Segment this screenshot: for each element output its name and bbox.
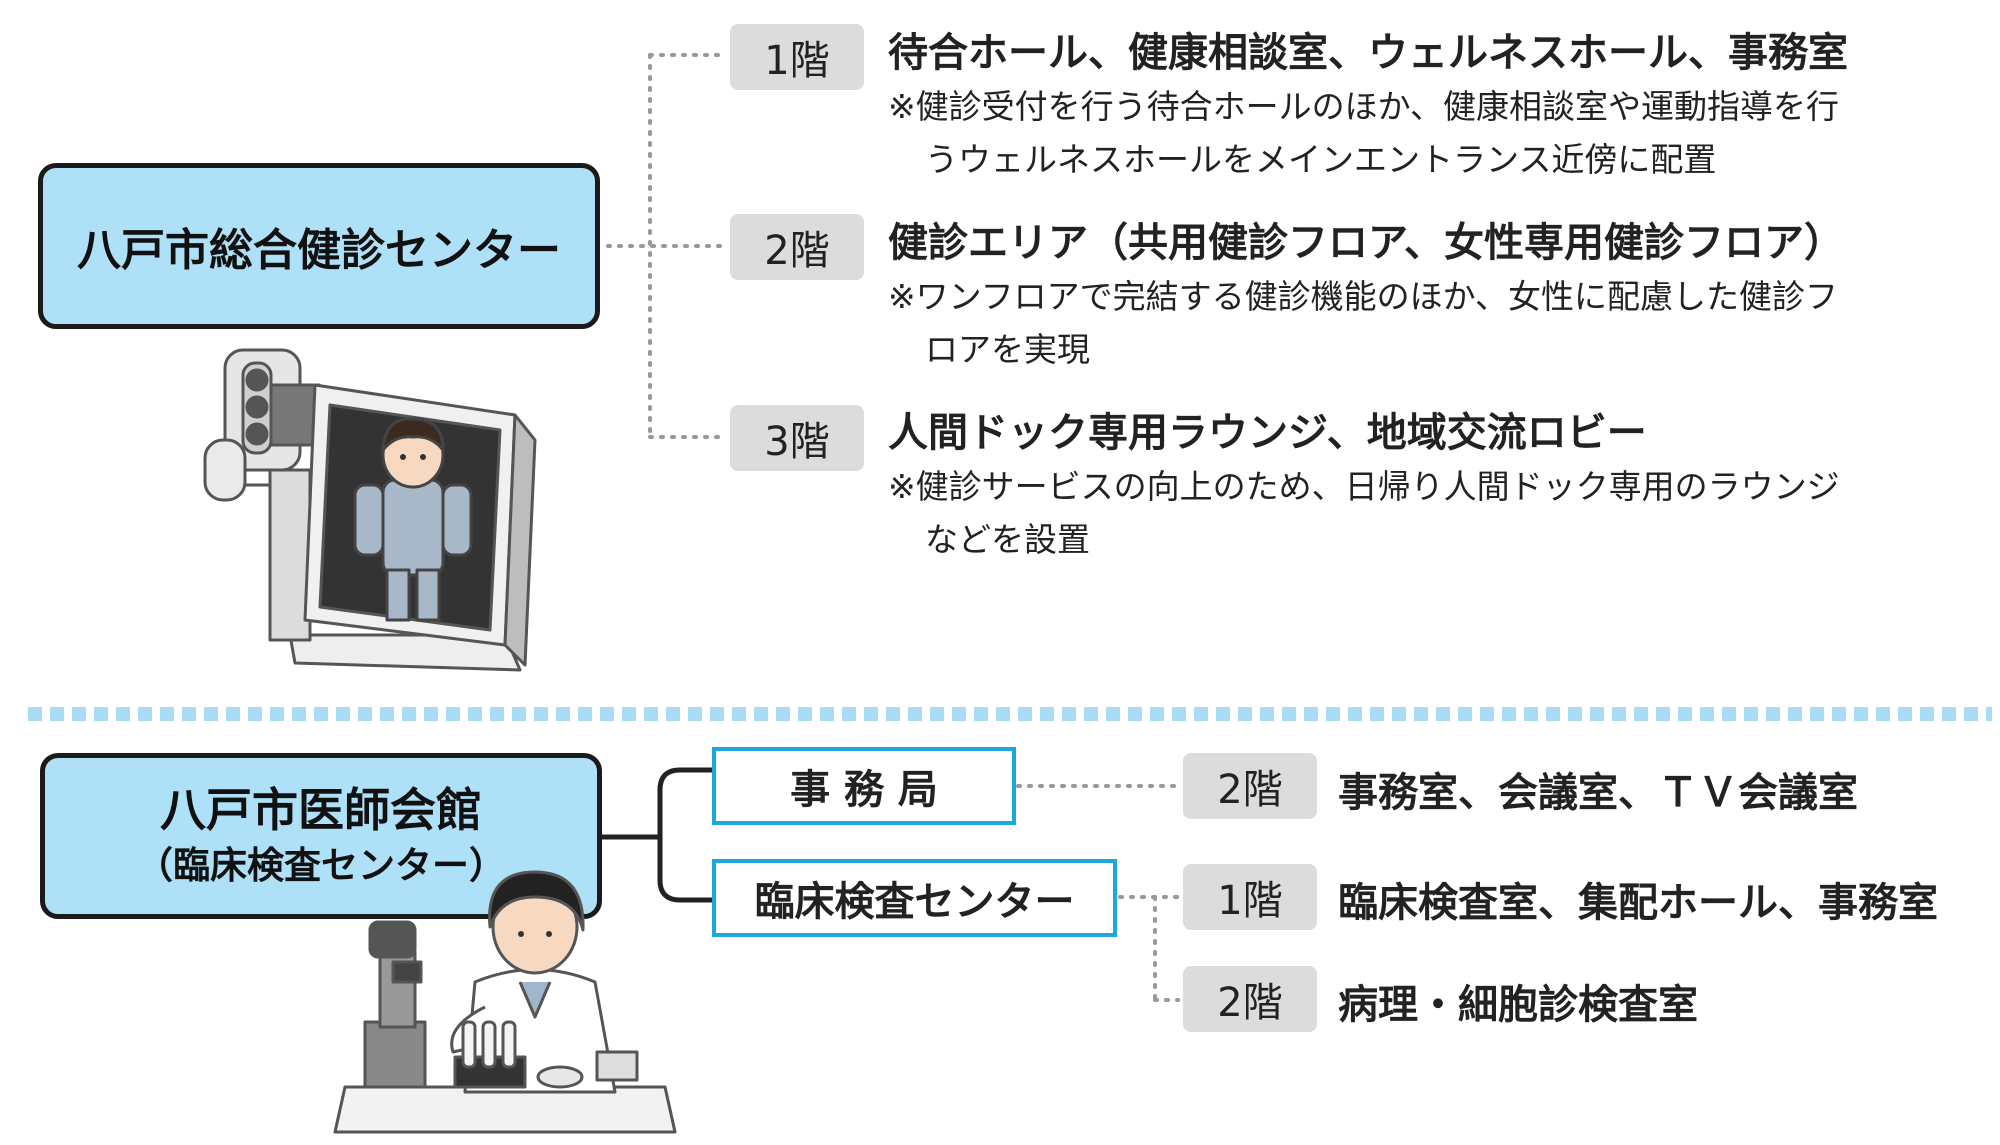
dept-lab-box: 臨床検査センター	[712, 859, 1117, 937]
floor-badge-3: 3階	[730, 405, 864, 471]
office-rooms: 事務室、会議室、ＴＶ会議室	[1338, 770, 1858, 816]
floor2-heading: 健診エリア（共用健診フロア、女性専用健診フロア）	[888, 220, 1844, 266]
office-floor-badge: 2階	[1183, 753, 1317, 819]
floor1-note-line2: うウェルネスホールをメインエントランス近傍に配置	[925, 140, 1717, 179]
floor-badge-2: 2階	[730, 214, 864, 280]
lab-floor1-badge: 1階	[1183, 864, 1317, 930]
lab-floor2-rooms: 病理・細胞診検査室	[1338, 982, 1698, 1028]
floor2-note-line2: ロアを実現	[925, 330, 1090, 369]
floor2-note: ※ワンフロアで完結する健診機能のほか、女性に配慮した健診フ ロアを実現	[888, 270, 1988, 376]
section-divider	[28, 707, 1992, 721]
floor1-note: ※健診受付を行う待合ホールのほか、健康相談室や運動指導を行 うウェルネスホールを…	[888, 80, 1988, 186]
x-ray-machine-illustration	[203, 348, 537, 672]
floor1-heading: 待合ホール、健康相談室、ウェルネスホール、事務室	[888, 30, 1848, 76]
top-connectors	[606, 53, 728, 439]
medical-association-title: 八戸市医師会館	[160, 783, 482, 837]
floor3-note-line1: ※健診サービスの向上のため、日帰り人間ドック専用のラウンジ	[888, 467, 1840, 506]
floor-badge-1: 1階	[730, 24, 864, 90]
lab-floor2-badge: 2階	[1183, 966, 1317, 1032]
floor1-note-line1: ※健診受付を行う待合ホールのほか、健康相談室や運動指導を行	[888, 87, 1839, 126]
lab-technician-microscope-illustration	[333, 870, 677, 1134]
floor2-note-line1: ※ワンフロアで完結する健診機能のほか、女性に配慮した健診フ	[888, 277, 1839, 316]
floor3-note-line2: などを設置	[925, 520, 1090, 559]
floor3-note: ※健診サービスの向上のため、日帰り人間ドック専用のラウンジ などを設置	[888, 460, 1988, 566]
dept-office-box: 事 務 局	[712, 747, 1016, 825]
lab-floor1-rooms: 臨床検査室、集配ホール、事務室	[1338, 880, 1938, 926]
health-center-box: 八戸市総合健診センター	[38, 163, 600, 329]
dept-office-label: 事 務 局	[790, 767, 938, 813]
floor3-heading: 人間ドック専用ラウンジ、地域交流ロビー	[888, 410, 1647, 456]
dept-lab-label: 臨床検査センター	[754, 879, 1075, 925]
medical-association-subtitle: （臨床検査センター）	[136, 844, 506, 887]
health-center-title: 八戸市総合健診センター	[77, 225, 561, 276]
